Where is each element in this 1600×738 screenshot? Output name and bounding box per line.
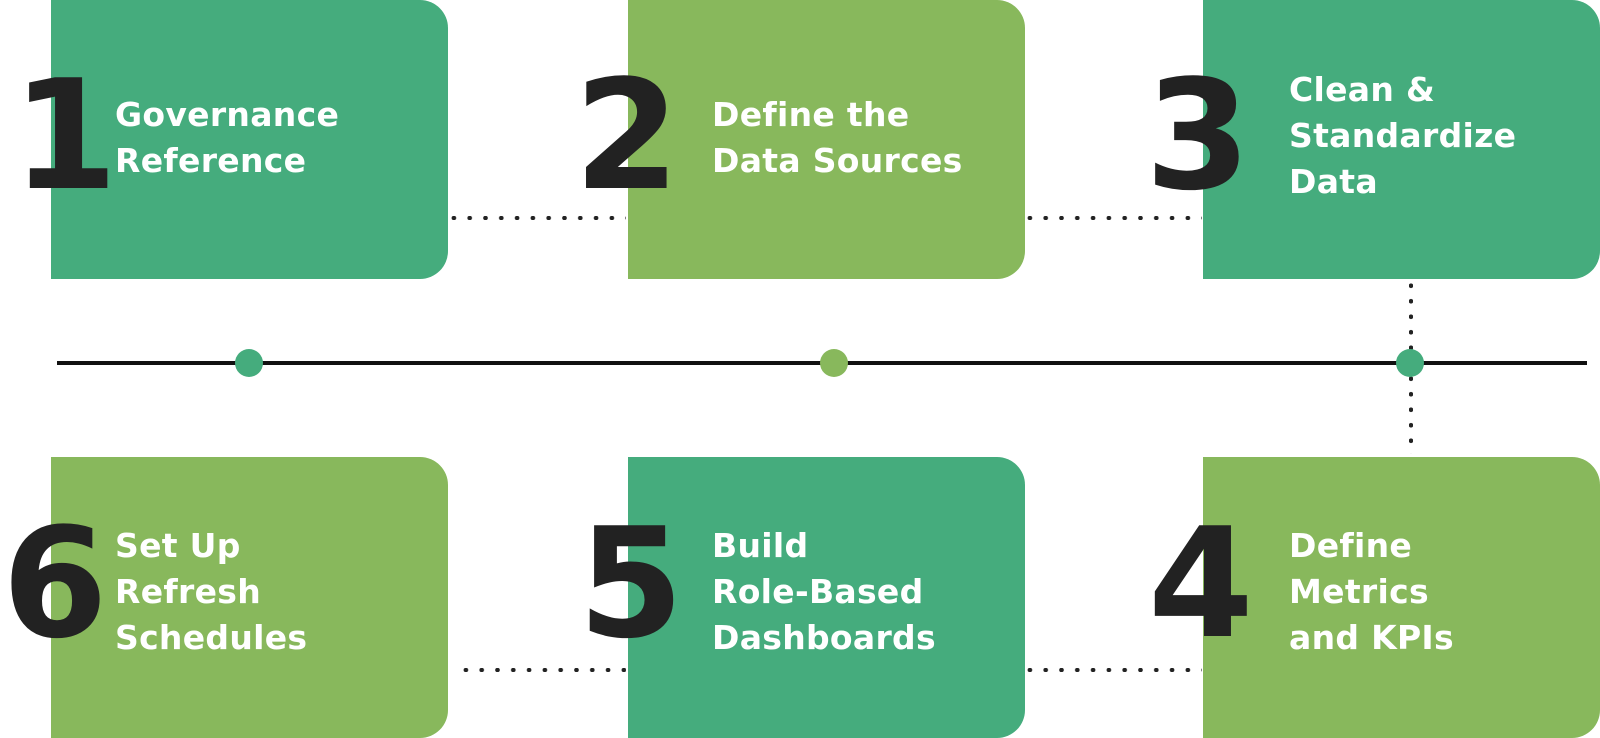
step-5-label: Build Role-Based Dashboards	[712, 526, 936, 657]
connector-4-5	[1022, 668, 1202, 672]
step-2-label: Define the Data Sources	[712, 95, 963, 180]
timeline-dot-3	[1396, 349, 1424, 377]
step-3-number: 3	[1145, 47, 1251, 224]
step-3-label: Clean & Standardize Data	[1289, 70, 1517, 201]
step-4-box: Define Metrics and KPIs	[1203, 457, 1600, 738]
step-3-box: Clean & Standardize Data	[1203, 0, 1600, 279]
step-4-label: Define Metrics and KPIs	[1289, 526, 1454, 657]
step-1-label: Governance Reference	[115, 95, 340, 180]
step-1-number: 1	[12, 47, 118, 224]
step-1-box: Governance Reference	[51, 0, 448, 279]
timeline-dot-1	[235, 349, 263, 377]
step-5-number: 5	[578, 495, 684, 672]
step-6-number: 6	[2, 495, 108, 672]
connector-5-6	[458, 668, 626, 672]
step-6-box: Set Up Refresh Schedules	[51, 457, 448, 738]
connector-1-2	[446, 216, 626, 220]
step-5-box: Build Role-Based Dashboards	[628, 457, 1025, 738]
step-6-label: Set Up Refresh Schedules	[115, 526, 308, 657]
timeline-dot-2	[820, 349, 848, 377]
connector-2-3	[1022, 216, 1202, 220]
step-2-box: Define the Data Sources	[628, 0, 1025, 279]
step-2-number: 2	[574, 47, 680, 224]
step-4-number: 4	[1148, 495, 1254, 672]
